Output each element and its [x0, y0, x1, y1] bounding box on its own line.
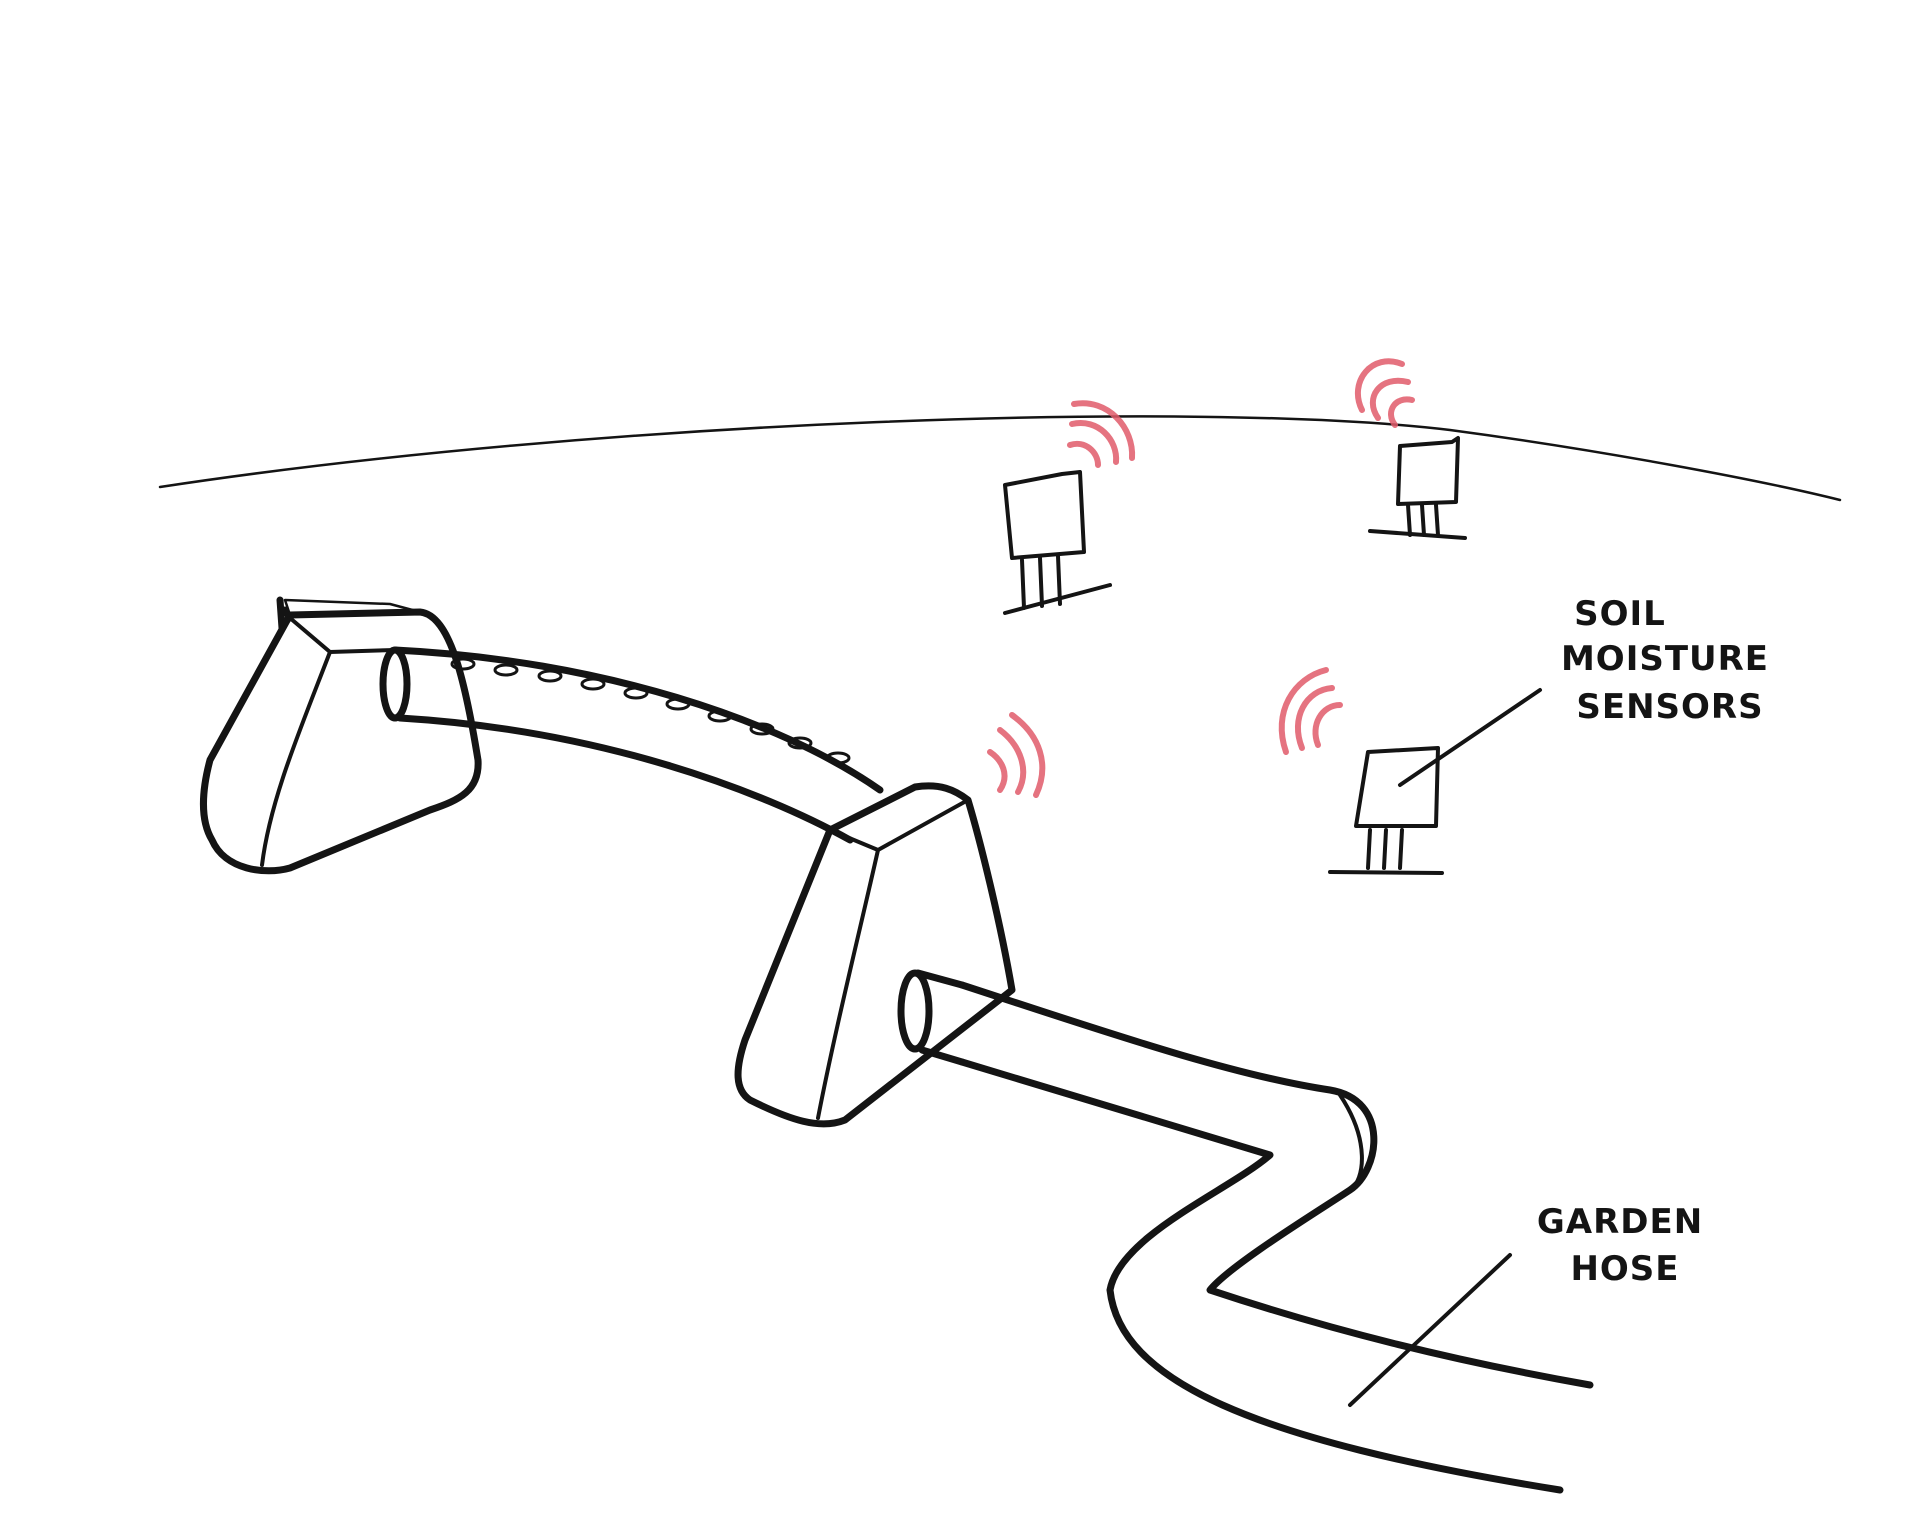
label-line: SENSORS: [1576, 687, 1763, 727]
label-line: HOSE: [1570, 1249, 1679, 1289]
wireless-signal-icon: [1354, 358, 1415, 428]
label-line: GARDEN: [1537, 1202, 1703, 1242]
garden-hose: [897, 969, 1594, 1494]
soil-moisture-sensor-1: [1003, 400, 1136, 615]
soil-moisture-sensor-3: [1278, 667, 1444, 875]
soil-moisture-sensors-label: SOIL MOISTURE SENSORS: [1561, 594, 1769, 727]
hose-leader-line: [1348, 1253, 1512, 1407]
wireless-signal-icon: [1278, 667, 1343, 755]
garden-hose-label: GARDEN HOSE: [1537, 1202, 1703, 1289]
wireless-signal-icon: [1067, 400, 1136, 468]
sensor-leader-line: [1398, 688, 1542, 787]
spray-holes: [450, 657, 851, 765]
soil-moisture-sensor-2: [1354, 358, 1467, 540]
label-line: SOIL: [1574, 594, 1666, 634]
wireless-signal-icon: [987, 712, 1046, 798]
label-line: MOISTURE: [1561, 639, 1769, 679]
sprinkler-block-left: [200, 596, 482, 875]
horizon-line: [158, 415, 1842, 502]
sprinkler-pipe: [379, 646, 884, 844]
sprinkler-block-right: [734, 712, 1046, 1128]
